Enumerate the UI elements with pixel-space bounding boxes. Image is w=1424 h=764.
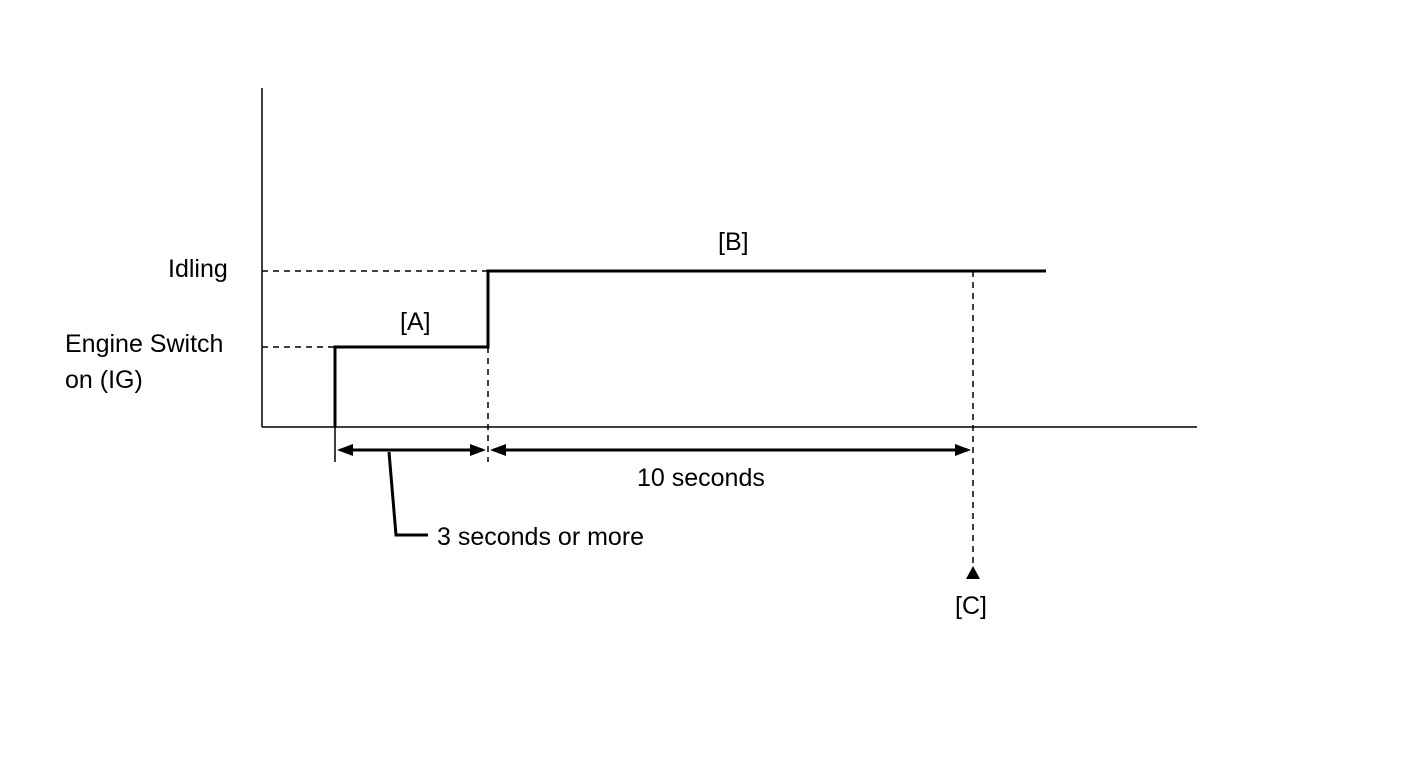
engine-switch-label-line1: Engine Switch bbox=[65, 330, 223, 358]
phase-b-label: [B] bbox=[718, 228, 749, 256]
point-c-label: [C] bbox=[955, 592, 987, 620]
ten-seconds-label: 10 seconds bbox=[637, 464, 765, 492]
idling-label: Idling bbox=[168, 255, 228, 283]
engine-switch-label-line2: on (IG) bbox=[65, 366, 143, 394]
three-seconds-leader bbox=[387, 451, 428, 537]
ten-seconds-arrow-left bbox=[490, 444, 506, 456]
signal-trace bbox=[333, 269, 1046, 427]
three-seconds-label: 3 seconds or more bbox=[437, 523, 644, 551]
three-seconds-arrow-left bbox=[337, 444, 353, 456]
phase-a-label: [A] bbox=[400, 308, 431, 336]
point-c-triangle bbox=[966, 566, 980, 579]
three-seconds-arrow-right bbox=[470, 444, 486, 456]
ten-seconds-arrow-right bbox=[955, 444, 971, 456]
